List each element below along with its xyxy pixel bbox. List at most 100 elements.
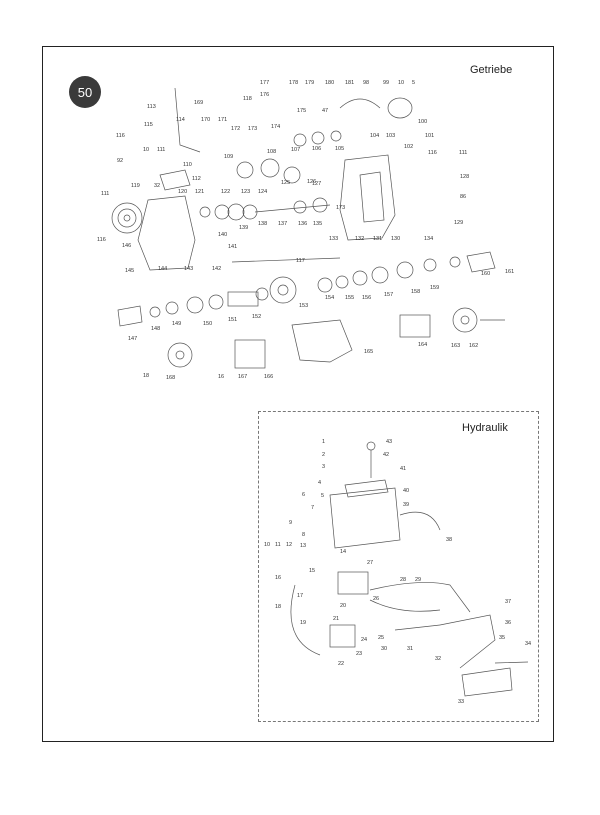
part-number-callout: 18 xyxy=(275,604,281,610)
part-number-callout: 140 xyxy=(218,232,227,238)
section-title-hydraulic: Hydraulik xyxy=(462,422,508,434)
part-number-callout: 24 xyxy=(361,637,367,643)
hydraulic-cylinder xyxy=(394,624,441,631)
ring xyxy=(255,287,269,301)
part-number-callout: 29 xyxy=(415,577,421,583)
axle-sleeve xyxy=(234,339,266,369)
part-number-callout: 105 xyxy=(335,146,344,152)
part-number-callout: 111 xyxy=(101,191,109,197)
part-number-callout: 142 xyxy=(212,266,221,272)
part-number-callout: 99 xyxy=(383,80,389,86)
shaft xyxy=(254,204,331,213)
part-number-callout: 113 xyxy=(147,104,156,110)
part-number-callout: 173 xyxy=(336,205,345,211)
bearing xyxy=(396,261,414,279)
part-number-callout: 10 xyxy=(264,542,270,548)
part-number-callout: 155 xyxy=(345,295,354,301)
pressure-hose xyxy=(369,582,471,613)
part-number-callout: 133 xyxy=(329,236,338,242)
gear xyxy=(371,266,389,284)
part-number-callout: 34 xyxy=(525,641,531,647)
part-number-callout: 139 xyxy=(239,225,248,231)
part-number-callout: 174 xyxy=(271,124,280,130)
housing-cover xyxy=(359,171,385,223)
gearbox-housing-left xyxy=(137,195,196,271)
part-number-callout: 143 xyxy=(184,266,193,272)
part-number-callout: 9 xyxy=(289,520,292,526)
bearing xyxy=(165,301,179,315)
part-number-callout: 152 xyxy=(252,314,261,320)
part-number-callout: 175 xyxy=(297,108,306,114)
filler-cap xyxy=(366,441,376,451)
part-number-callout: 116 xyxy=(97,237,106,243)
gear xyxy=(214,204,230,220)
part-number-callout: 41 xyxy=(400,466,406,472)
part-number-callout: 16 xyxy=(218,374,224,380)
part-number-callout: 120 xyxy=(178,189,187,195)
part-number-callout: 176 xyxy=(260,92,269,98)
part-number-callout: 145 xyxy=(125,268,134,274)
part-number-callout: 101 xyxy=(425,133,434,139)
seal xyxy=(449,256,461,268)
part-number-callout: 122 xyxy=(221,189,230,195)
part-number-callout: 153 xyxy=(299,303,308,309)
ring xyxy=(423,258,437,272)
part-number-callout: 181 xyxy=(345,80,354,86)
part-number-callout: 42 xyxy=(383,452,389,458)
part-number-callout: 114 xyxy=(176,117,185,123)
part-number-callout: 169 xyxy=(194,100,203,106)
part-number-callout: 107 xyxy=(291,147,300,153)
suction-hose xyxy=(290,584,321,656)
part-number-callout: 22 xyxy=(338,661,344,667)
gear xyxy=(208,294,224,310)
part-number-callout: 165 xyxy=(364,349,373,355)
part-number-callout: 166 xyxy=(264,374,273,380)
part-number-callout: 104 xyxy=(370,133,379,139)
part-number-callout: 3 xyxy=(322,464,325,470)
bearing xyxy=(312,197,328,213)
return-hose xyxy=(399,511,441,531)
part-number-callout: 2 xyxy=(322,452,325,458)
part-number-callout: 147 xyxy=(128,336,137,342)
part-number-callout: 150 xyxy=(203,321,212,327)
part-number-callout: 20 xyxy=(340,603,346,609)
part-number-callout: 146 xyxy=(122,243,131,249)
end-cover xyxy=(466,251,496,273)
gearbox-drawing xyxy=(111,87,505,369)
part-number-callout: 43 xyxy=(386,439,392,445)
part-number-callout: 38 xyxy=(446,537,452,543)
part-number-callout: 173 xyxy=(248,126,257,132)
diagram-frame xyxy=(42,46,554,742)
part-number-callout: 172 xyxy=(231,126,240,132)
gear xyxy=(186,296,204,314)
part-number-callout: 31 xyxy=(407,646,413,652)
ring xyxy=(335,275,349,289)
part-number-callout: 156 xyxy=(362,295,371,301)
mounting-plate xyxy=(461,667,513,697)
part-number-callout: 26 xyxy=(373,596,379,602)
part-number-callout: 132 xyxy=(355,236,364,242)
part-number-callout: 5 xyxy=(321,493,324,499)
page-number-badge: 50 xyxy=(69,76,101,108)
part-number-callout: 170 xyxy=(201,117,210,123)
coupling xyxy=(399,314,431,338)
gear xyxy=(283,166,301,184)
part-number-callout: 18 xyxy=(143,373,149,379)
part-number-callout: 4 xyxy=(318,480,321,486)
part-number-callout: 148 xyxy=(151,326,160,332)
part-number-callout: 129 xyxy=(454,220,463,226)
part-number-callout: 124 xyxy=(258,189,267,195)
part-number-callout: 6 xyxy=(302,492,305,498)
gear xyxy=(227,203,245,221)
gear xyxy=(330,130,342,142)
tank-lid xyxy=(344,479,389,498)
part-number-callout: 136 xyxy=(298,221,307,227)
part-number-callout: 86 xyxy=(460,194,466,200)
part-number-callout: 117 xyxy=(296,258,305,264)
part-number-callout: 161 xyxy=(505,269,514,275)
part-number-callout: 111 xyxy=(459,150,467,156)
part-number-callout: 102 xyxy=(404,144,413,150)
part-number-callout: 110 xyxy=(183,162,192,168)
part-number-callout: 180 xyxy=(325,80,334,86)
